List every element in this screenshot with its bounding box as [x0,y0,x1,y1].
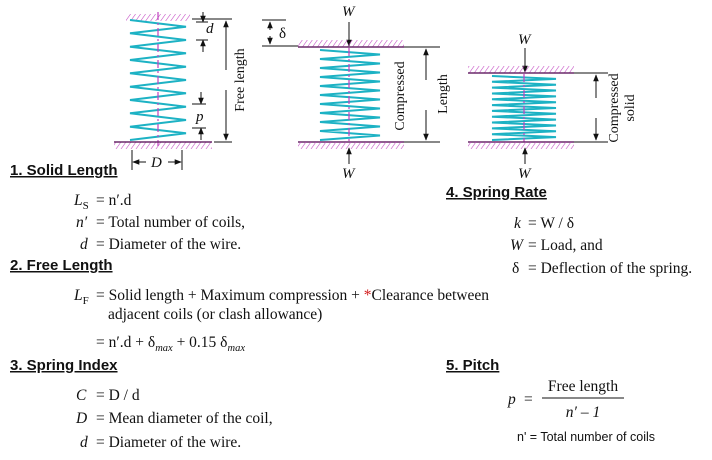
pitch-note: n' = Total number of coils [517,430,655,444]
section-free-length: 2. Free Length LF = Solid length + Maxim… [10,257,489,354]
ground-hatch [114,142,212,149]
section-spring-rate: 4. Spring Rate k = W / δ W = Load, and δ… [446,184,692,277]
spring-rate-delta-symbol: δ [512,260,519,277]
free-length-lhs: LF [73,287,89,307]
pitch-denominator: n′ – 1 [566,404,600,421]
load-W-top-label-2: W [518,32,532,48]
spring-index-D-symbol: D [75,410,87,427]
pitch-numerator: Free length [548,378,618,395]
compressed-label: Compressed [393,61,408,130]
free-length-eq-line1: = Solid length + Maximum compression + *… [96,287,489,304]
compressed-solid-label-1: Compressed [607,73,622,142]
free-spring-coil [129,19,187,141]
section-solid-length: 1. Solid Length LS = n′.d n′ = Total num… [10,162,245,253]
length-label: Length [436,74,451,114]
solid-length-eq: = n′.d [96,192,132,209]
solid-spring-coil [491,75,557,141]
compressed-spring-figure: δ W W Compressed Length [262,4,451,182]
free-spring-figure: d p D Free length [114,12,248,171]
free-length-label: Free length [233,48,248,111]
compressed-spring-coil [319,49,381,141]
pitch-heading: 5. Pitch [446,357,499,374]
solid-length-d-def: = Diameter of the wire. [96,236,241,253]
delta-label: δ [279,26,286,42]
section-pitch: 5. Pitch p = Free length n′ – 1 n' = Tot… [446,357,655,444]
load-W-top-label: W [342,4,356,20]
spring-rate-k-symbol: k [514,215,522,232]
solid-length-d-symbol: d [80,236,88,253]
free-length-eq-line3: = n′.d + δmax + 0.15 δmax [96,334,245,354]
free-length-eq-line2: adjacent coils (or clash allowance) [108,306,322,323]
D-label: D [150,155,162,171]
d-label: d [206,21,214,37]
pitch-p-symbol: p [507,391,516,408]
spring-rate-W-def: = Load, and [528,237,603,254]
spring-rate-W-symbol: W [510,237,525,254]
spring-rate-delta-def: = Deflection of the spring. [528,260,692,277]
solid-spring-figure: W W Compressed solid [468,32,638,182]
free-length-heading: 2. Free Length [10,257,113,274]
solid-length-heading: 1. Solid Length [10,162,118,179]
spring-index-d-def: = Diameter of the wire. [96,434,241,451]
spring-rate-eq: = W / δ [528,215,574,232]
solid-length-n-symbol: n′ [76,214,88,231]
section-spring-index: 3. Spring Index C = D / d D = Mean diame… [10,357,273,451]
spring-index-eq: = D / d [96,387,140,404]
solid-length-lhs: LS [73,192,89,212]
solid-length-n-def: = Total number of coils, [96,214,245,231]
spring-index-d-symbol: d [80,434,88,451]
load-W-bottom-label-2: W [518,166,532,182]
p-label: p [195,109,204,125]
compressed-solid-label-2: solid [623,94,638,121]
spring-rate-heading: 4. Spring Rate [446,184,547,201]
spring-index-heading: 3. Spring Index [10,357,118,374]
load-W-bottom-label: W [342,166,356,182]
spring-index-D-def: = Mean diameter of the coil, [96,410,273,427]
pitch-equals: = [524,391,533,408]
spring-index-C-symbol: C [76,387,87,404]
